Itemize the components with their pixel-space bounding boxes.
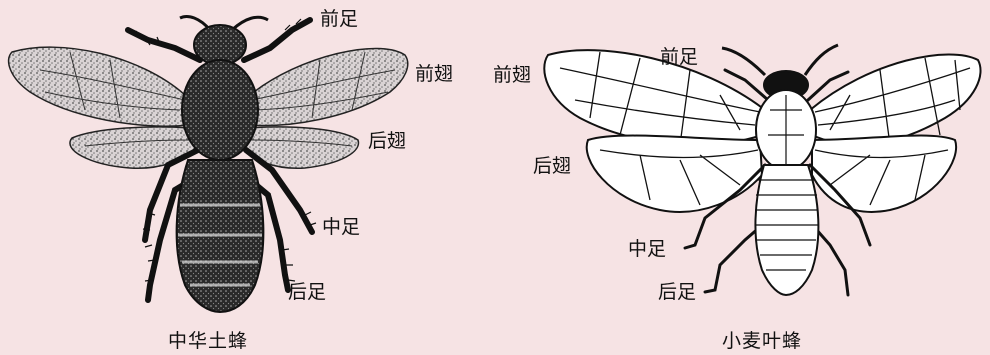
sawfly-forewing-right bbox=[810, 54, 981, 145]
sawfly-hindwing-right bbox=[812, 136, 956, 212]
sawfly-label-hindleg: 后足 bbox=[658, 283, 696, 302]
scoliid-label-forewing: 前翅 bbox=[415, 65, 453, 84]
scoliid-wasp-drawing bbox=[9, 17, 408, 313]
sawfly-label-foreleg: 前足 bbox=[660, 48, 698, 67]
scoliid-thorax bbox=[182, 60, 258, 160]
scoliid-label-hindwing: 后翅 bbox=[368, 132, 406, 151]
scoliid-antenna-right bbox=[232, 17, 268, 30]
sawfly-forewing-left bbox=[544, 50, 765, 145]
sawfly-label-hindwing: 后翅 bbox=[533, 157, 571, 176]
scoliid-forewing-left bbox=[9, 47, 190, 126]
sawfly-label-forewing: 前翅 bbox=[493, 66, 531, 85]
sawfly-drawing bbox=[544, 45, 980, 295]
scoliid-caption: 中华土蜂 bbox=[168, 332, 248, 351]
sawfly-hindwing-left bbox=[587, 136, 762, 212]
scoliid-forewing-right bbox=[248, 48, 408, 125]
sawfly-caption: 小麦叶蜂 bbox=[722, 332, 802, 351]
scoliid-label-midleg: 中足 bbox=[322, 218, 360, 237]
sawfly-abdomen bbox=[755, 165, 818, 295]
scoliid-label-hindleg: 后足 bbox=[288, 283, 326, 302]
scoliid-label-foreleg: 前足 bbox=[320, 10, 358, 29]
sawfly-label-midleg: 中足 bbox=[628, 240, 666, 259]
